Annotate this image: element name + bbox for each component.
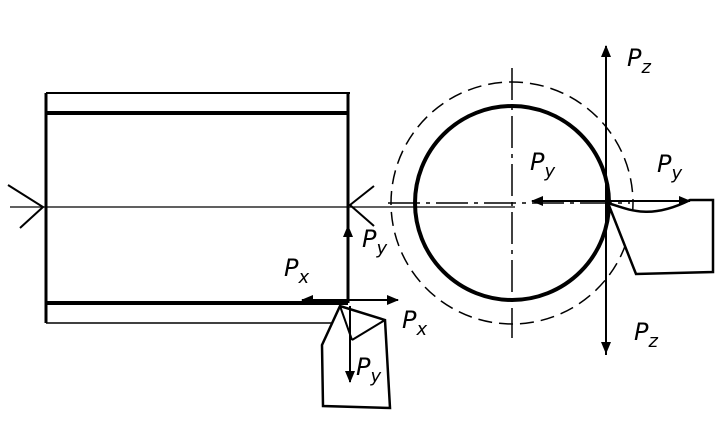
cutting-tool-side [320,304,392,410]
label-py-below-tool: Py [356,353,381,387]
label-py-circle-right: Py [657,150,682,184]
label-pz-bottom: Pz [634,318,658,352]
tool-shank [320,304,392,410]
right-view-forces [531,45,691,355]
label-py-circle-left: Py [530,148,555,182]
label-px-left: Px [284,254,309,288]
label-py-end-face: Py [362,225,387,259]
left-center-mark [7,184,45,229]
tool-end-body [605,198,715,276]
label-px-right: Px [402,306,427,340]
label-pz-top: Pz [627,44,651,78]
cutting-tool-end [605,198,715,276]
right-center-mark [348,185,375,227]
left-view-forces [301,225,399,383]
workpiece-side-view [7,92,515,324]
tool-rake-edge [351,319,386,341]
workpiece-cross-section [388,68,634,338]
